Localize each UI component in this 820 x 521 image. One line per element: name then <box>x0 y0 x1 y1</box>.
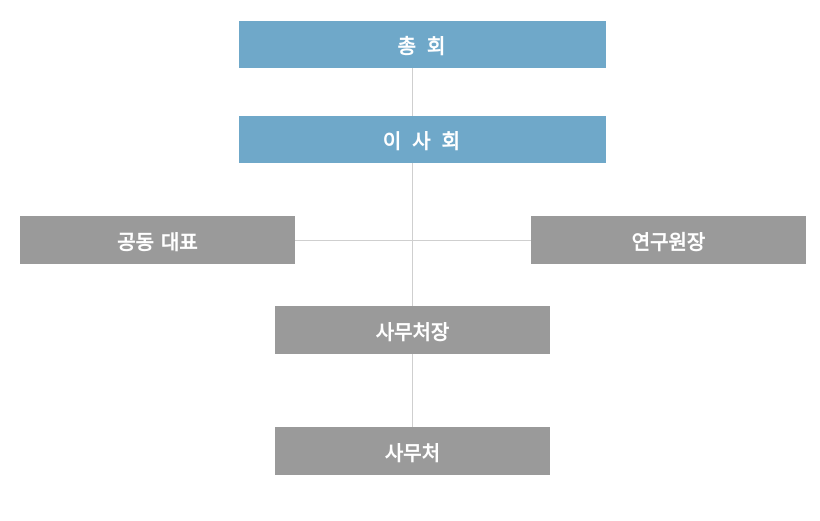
org-node-secretary-general: 사무처장 <box>275 306 550 354</box>
org-node-co-representative: 공동 대표 <box>20 216 295 264</box>
org-node-secretariat: 사무처 <box>275 427 550 475</box>
org-node-label: 공동 대표 <box>117 229 198 254</box>
org-node-label: 사무처 <box>384 440 441 465</box>
org-node-research-director: 연구원장 <box>531 216 806 264</box>
org-node-label: 이 사 회 <box>382 129 463 153</box>
org-node-board-of-directors: 이 사 회 <box>239 116 606 163</box>
org-node-general-assembly: 총 회 <box>239 21 606 68</box>
connector-horizontal-branch <box>295 240 531 241</box>
connector-vertical-main <box>412 68 413 428</box>
org-node-label: 사무처장 <box>375 319 450 344</box>
org-node-label: 총 회 <box>397 34 448 58</box>
org-node-label: 연구원장 <box>631 229 706 254</box>
